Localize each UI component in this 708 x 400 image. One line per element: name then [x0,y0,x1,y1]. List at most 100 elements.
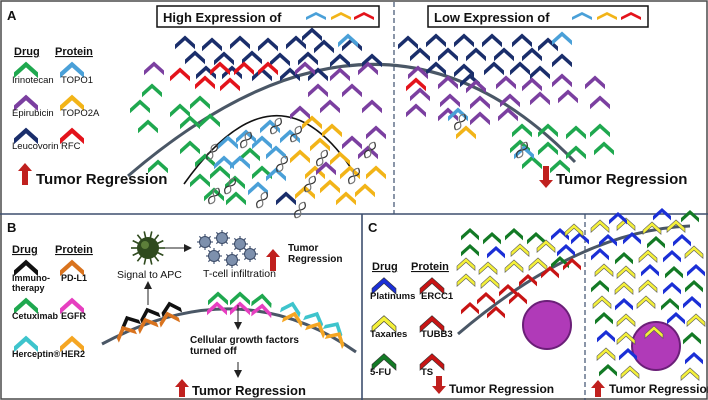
legend-a-protein-label: TOPO1 [61,75,93,86]
molecule-chevron [258,37,278,52]
molecule-chevron [210,61,230,76]
molecule-chevron [338,33,358,48]
molecule-chevron [494,47,514,62]
legend-a-protein-label: RFC [61,141,81,152]
molecule-chevron [623,231,641,245]
panel-b-letter: B [7,220,16,235]
molecule-chevron [466,79,486,94]
panel-c-up-arrow [591,380,605,397]
molecule-chevron [456,125,476,140]
panel-a-up-arrow [18,163,32,185]
dna-helix-icon [240,131,252,149]
legend-a-drug-chevron [14,127,38,145]
molecule-chevron [527,231,545,245]
molecule-chevron [530,91,550,106]
dna-helix-icon [270,117,282,135]
molecule-chevron [609,211,627,225]
legend-b-drug-header: Drug [12,244,38,256]
molecule-chevron [566,125,586,140]
molecule-chevron [202,37,222,52]
molecule-chevron [342,83,362,98]
molecule-chevron [663,281,681,295]
legend-b-drug-chevron [14,297,38,315]
receptor-chevron [251,303,272,319]
molecule-chevron [590,123,610,138]
molecule-chevron [558,89,578,104]
legend-a-drug-chevron [14,94,38,112]
molecule-chevron [320,99,340,114]
tcell-infiltration-label: T-cell infiltration [203,268,276,280]
molecule-chevron [595,311,613,325]
molecule-chevron [484,61,504,76]
molecule-chevron [240,147,260,162]
molecule-chevron [366,125,386,140]
dna-helix-icon [516,141,528,159]
molecule-chevron [290,149,310,164]
legend-c-drug-label: Taxanes [370,329,407,340]
receptor-chevron [207,301,227,316]
dna-helix-icon [256,191,268,209]
molecule-chevron [298,51,318,66]
panel-a-dna-strands [206,113,528,219]
dna-helix-icon [208,187,220,205]
molecule-chevron [142,83,162,98]
legend-c-drug-header: Drug [372,261,398,273]
molecule-chevron [461,227,479,241]
molecule-chevron [653,207,671,221]
receptor-chevron [324,332,345,350]
molecule-chevron [510,243,530,258]
molecule-chevron [236,129,256,144]
molecule-chevron [214,155,234,170]
molecule-chevron [180,115,200,130]
molecule-chevron [685,351,703,365]
molecule-chevron [500,93,520,108]
molecule-chevron [510,61,530,76]
molecule-chevron [616,313,636,328]
molecule-chevron [499,283,517,297]
molecule-chevron [636,295,656,310]
molecule-chevron [591,247,609,261]
molecule-chevron [615,251,633,265]
dna-helix-icon [224,177,236,195]
molecule-chevron [599,363,617,377]
molecule-chevron [210,165,230,180]
molecule-chevron [180,140,200,155]
molecule-chevron [683,295,701,309]
molecule-chevron [590,95,610,110]
legend-b-drug-chevron [14,259,38,277]
dna-helix-icon [316,149,328,167]
legend-b-protein-header: Protein [55,244,93,256]
panel-b-up-arrow [175,379,189,397]
molecule-chevron [138,119,158,134]
molecule-chevron [641,263,659,277]
molecule-chevron [512,33,532,48]
legend-a-protein-chevron [60,94,84,112]
panel-a-letter: A [7,8,17,23]
molecule-chevron [566,145,586,160]
molecule-chevron [538,141,558,156]
molecule-chevron [218,135,238,150]
molecule-chevron [512,123,532,138]
molecule-chevron [276,191,296,206]
molecule-chevron [366,165,386,180]
low-expression-title: Low Expression of [434,10,550,25]
molecule-chevron [426,61,446,76]
high-expression-title: High Expression of [163,10,282,25]
molecule-chevron [557,243,575,257]
panel-b-receptors [116,291,345,350]
molecule-chevron [230,155,250,170]
molecule-chevron [330,67,350,82]
panel-c-left-outcome: Tumor Regression [449,382,554,396]
high-expression-box [156,5,380,28]
molecule-chevron [362,99,382,114]
molecule-chevron [148,159,168,174]
molecule-chevron [522,77,542,92]
molecule-chevron [563,257,581,271]
molecule-chevron [615,297,633,311]
receptor-chevron [159,311,181,328]
molecule-chevron [280,67,300,82]
